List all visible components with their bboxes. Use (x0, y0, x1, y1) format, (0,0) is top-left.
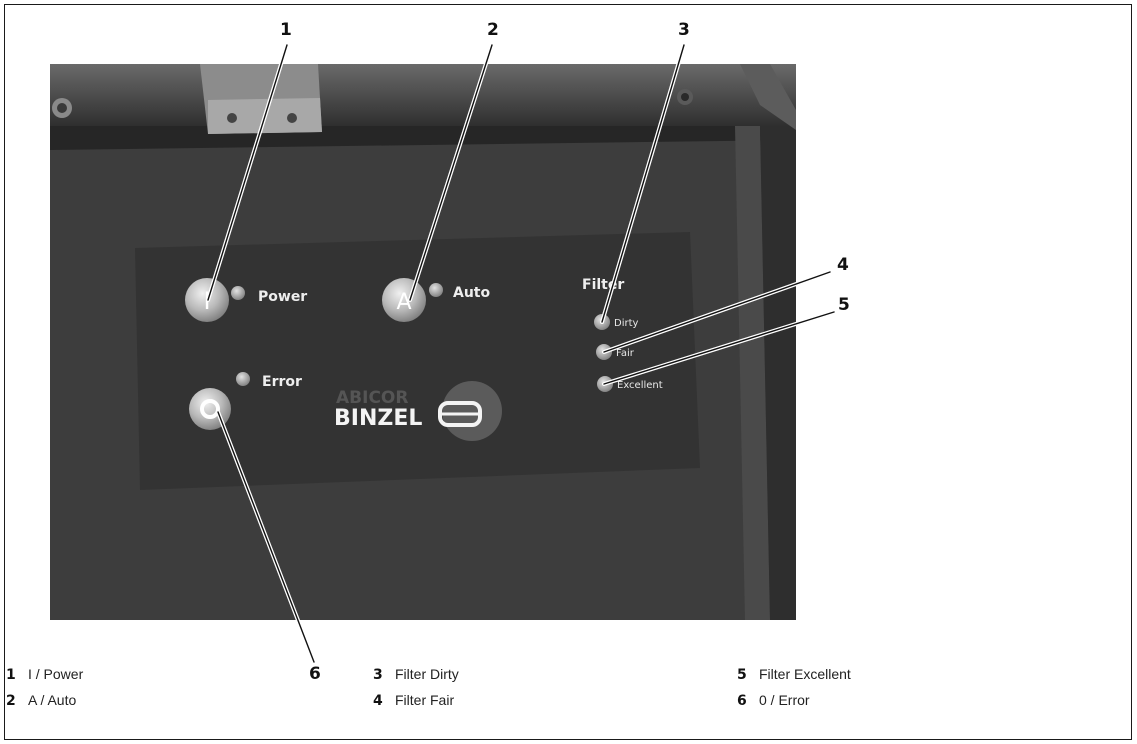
callout-2: 2 (487, 22, 499, 39)
legend-text: A / Auto (28, 692, 76, 708)
callout-5: 5 (838, 297, 850, 314)
filter-dirty-label: Dirty (614, 318, 639, 329)
legend-item-2: 2 A / Auto (6, 692, 76, 709)
error-button[interactable] (189, 388, 231, 430)
power-led (231, 286, 245, 300)
error-led (236, 372, 250, 386)
legend-number: 6 (737, 693, 759, 709)
power-label: Power (258, 289, 307, 305)
callout-1: 1 (280, 22, 292, 39)
legend-text: I / Power (28, 666, 83, 682)
filter-fair-label: Fair (616, 348, 635, 359)
auto-led (429, 283, 443, 297)
legend-item-3: 3 Filter Dirty (373, 666, 459, 683)
legend-text: Filter Fair (395, 692, 454, 708)
callout-4: 4 (837, 257, 849, 274)
legend-text: 0 / Error (759, 692, 810, 708)
filter-title: Filter (582, 277, 624, 293)
error-label: Error (262, 374, 302, 390)
auto-button-symbol: A (396, 290, 411, 315)
legend-text: Filter Dirty (395, 666, 459, 682)
legend-item-4: 4 Filter Fair (373, 692, 454, 709)
legend-item-1: 1 I / Power (6, 666, 83, 683)
legend-text: Filter Excellent (759, 666, 851, 682)
legend-number: 5 (737, 667, 759, 683)
filter-excellent-label: Excellent (617, 380, 663, 391)
legend-number: 1 (6, 667, 28, 683)
legend-number: 2 (6, 693, 28, 709)
legend-number: 3 (373, 667, 395, 683)
legend-item-6: 6 0 / Error (737, 692, 810, 709)
logo-line1: ABICOR (336, 388, 408, 408)
legend-number: 4 (373, 693, 395, 709)
callout-3: 3 (678, 22, 690, 39)
legend-item-5: 5 Filter Excellent (737, 666, 851, 683)
legend: 1 I / Power 2 A / Auto 3 Filter Dirty 4 … (6, 666, 1126, 740)
auto-label: Auto (453, 285, 490, 301)
logo-line2: BINZEL (334, 406, 422, 431)
